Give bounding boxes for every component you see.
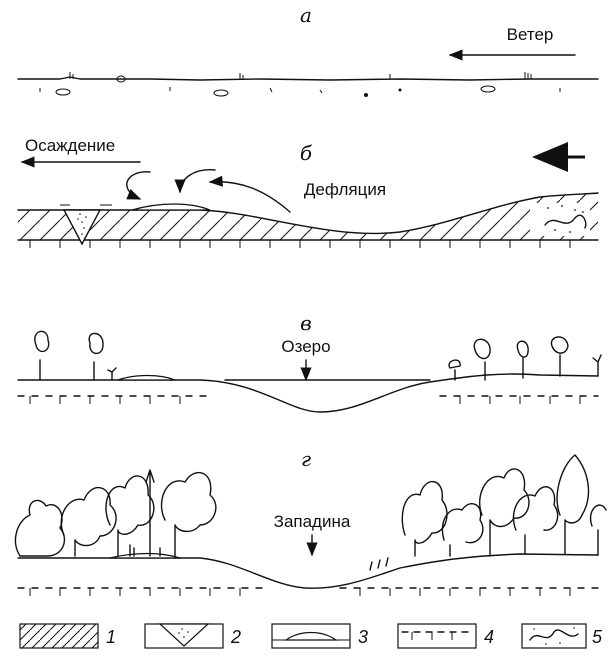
deflation-arrow-1-icon [180, 170, 215, 192]
lens-deposit-b [132, 204, 210, 210]
lens-deposit-v [118, 376, 175, 381]
panel-letter-v: в [300, 311, 312, 335]
hatched-substrate [18, 193, 598, 240]
deposition-label: Осаждение [25, 136, 115, 155]
wind-label: Ветер [507, 25, 554, 44]
panel-letter-b: б [300, 141, 313, 165]
panel-a: а Ветер [18, 3, 598, 97]
lens-deposit-g [110, 554, 180, 559]
legend-number-4: 4 [484, 627, 494, 647]
deflation-arrow-2-icon [210, 182, 290, 212]
forest-left [15, 470, 215, 556]
hatching-icon [20, 624, 98, 648]
legend-box-4 [398, 624, 476, 648]
base-ticks-b [30, 240, 570, 248]
surface-grass-a [70, 72, 531, 79]
lake-label: Озеро [281, 337, 330, 356]
legend-number-5: 5 [592, 627, 603, 647]
forest-right [370, 455, 606, 570]
panel-letter-g: г [301, 447, 311, 471]
panel-v: в Озеро [18, 311, 601, 412]
water-table-ticks-g [30, 588, 570, 596]
soil-particles-a [40, 86, 560, 97]
legend: 1 2 3 4 5 [20, 624, 603, 648]
panel-b: б Осаждение Дефляция [18, 136, 598, 248]
ground-surface-g [18, 554, 598, 588]
eddy-arrow-icon [127, 172, 150, 199]
legend-number-1: 1 [106, 627, 116, 647]
panel-letter-a: а [300, 3, 312, 27]
deflation-label: Дефляция [304, 180, 386, 199]
panel-g: г Западина [15, 447, 606, 596]
legend-number-3: 3 [358, 627, 368, 647]
ground-surface-a [18, 77, 598, 80]
water-table-ticks-v [30, 396, 580, 404]
legend-box-5 [522, 624, 586, 648]
depression-label: Западина [274, 512, 351, 531]
legend-number-2: 2 [230, 627, 241, 647]
